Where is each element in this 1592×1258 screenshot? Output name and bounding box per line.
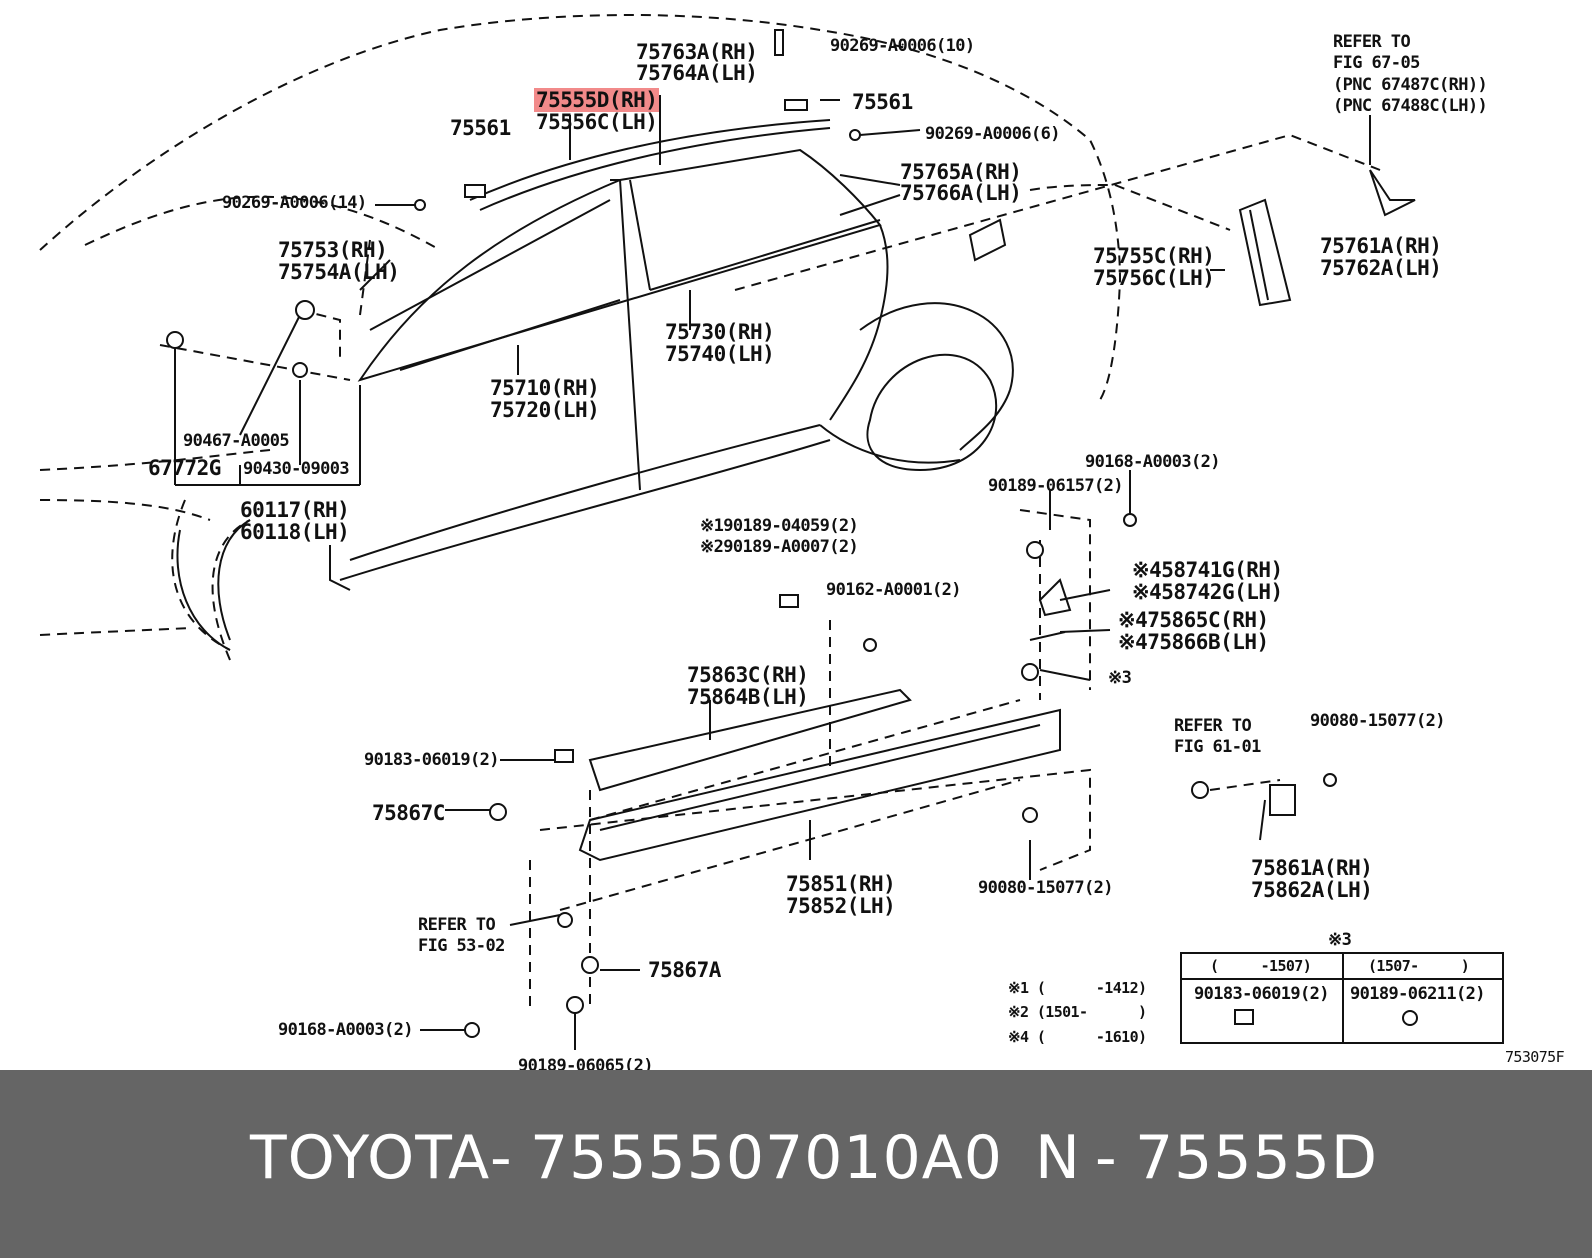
label-60118: 60118(LH) — [240, 520, 350, 544]
label-75862a: 75862A(LH) — [1251, 878, 1373, 902]
label-refer-fig-53-02-line2: FIG 53-02 — [418, 936, 505, 956]
note-3-table-header-1: ( -1507) — [1210, 957, 1312, 975]
label-75755c: 75755C(RH) — [1093, 244, 1215, 268]
label-75865c: ※475865C(RH) — [1118, 608, 1269, 632]
footer-separator-1: - — [490, 1123, 513, 1193]
label-refer-fig-67-05-line1: REFER TO — [1333, 32, 1411, 52]
note-1-range: ※1 ( -1412) — [1008, 979, 1147, 997]
label-75561-right: 75561 — [852, 90, 913, 114]
label-note3-marker: ※3 — [1108, 668, 1132, 688]
label-75765a: 75765A(RH) — [900, 160, 1022, 184]
label-75864b: 75864B(LH) — [687, 685, 809, 709]
note-2-range: ※2 (1501- ) — [1008, 1003, 1147, 1021]
label-75861a: 75861A(RH) — [1251, 856, 1373, 880]
label-75763a: 75763A(RH) — [636, 40, 758, 64]
label-90162: 90162-A0001(2) — [826, 580, 961, 600]
label-75766a: 75766A(LH) — [900, 181, 1022, 205]
footer-separator-2: - — [1095, 1123, 1118, 1193]
footer-n-label: N — [1035, 1123, 1081, 1193]
label-60117: 60117(RH) — [240, 498, 350, 522]
label-75740: 75740(LH) — [665, 342, 775, 366]
label-75753: 75753(RH) — [278, 238, 388, 262]
label-refer-fig-67-05-line2: FIG 67-05 — [1333, 53, 1420, 73]
label-75867c: 75867C — [372, 801, 445, 825]
brand-name: TOYOTA — [250, 1123, 491, 1193]
label-75762a: 75762A(LH) — [1320, 256, 1442, 280]
note-4-range: ※4 ( -1610) — [1008, 1028, 1147, 1046]
note-3-table-header-2: (1507- ) — [1368, 957, 1470, 975]
label-75754a: 75754A(LH) — [278, 260, 400, 284]
label-90189-06157: 90189-06157(2) — [988, 476, 1123, 496]
label-75756c: 75756C(LH) — [1093, 266, 1215, 290]
label-67772g: 67772G — [148, 456, 221, 480]
label-75852: 75852(LH) — [786, 894, 896, 918]
label-refer-fig-61-01-line1: REFER TO — [1174, 716, 1252, 736]
label-refer-fig-67-05-line4: (PNC 67488C(LH)) — [1333, 96, 1488, 116]
label-90183-06019: 90183-06019(2) — [364, 750, 499, 770]
label-refer-fig-67-05-line3: (PNC 67487C(RH)) — [1333, 75, 1488, 95]
label-75555d-highlighted: 75555D(RH) — [534, 88, 660, 112]
part-number: 7555507010A0 — [530, 1123, 1003, 1193]
label-90430: 90430-09003 — [243, 459, 350, 479]
label-refer-fig-61-01-line2: FIG 61-01 — [1174, 737, 1261, 757]
note-3-table-title: ※3 — [1328, 930, 1352, 950]
note-3-table: ( -1507) (1507- ) 90183-06019(2) 90189-0… — [1180, 952, 1504, 1044]
label-90467: 90467-A0005 — [183, 431, 290, 451]
label-75866b: ※475866B(LH) — [1118, 630, 1269, 654]
label-75867a: 75867A — [648, 958, 721, 982]
label-75851: 75851(RH) — [786, 872, 896, 896]
label-75720: 75720(LH) — [490, 398, 600, 422]
label-75730: 75730(RH) — [665, 320, 775, 344]
note-3-table-cell-1: 90183-06019(2) — [1194, 984, 1329, 1004]
label-75863c: 75863C(RH) — [687, 663, 809, 687]
label-75561-left: 75561 — [450, 116, 511, 140]
label-note1-90189-04059: ※190189-04059(2) — [700, 516, 859, 536]
label-90269-6: 90269-A0006(6) — [925, 124, 1060, 144]
note-3-table-cell-2: 90189-06211(2) — [1350, 984, 1485, 1004]
label-refer-fig-53-02-line1: REFER TO — [418, 915, 496, 935]
label-58742g: ※458742G(LH) — [1132, 580, 1283, 604]
label-75710: 75710(RH) — [490, 376, 600, 400]
car-side-illustration — [39, 14, 1418, 1050]
label-58741g: ※458741G(RH) — [1132, 558, 1283, 582]
label-note2-90189-a0007: ※290189-A0007(2) — [700, 537, 859, 557]
diagram-code: 753075F — [1505, 1048, 1565, 1066]
parts-diagram: 75763A(RH) 75764A(LH) 90269-A0006(10) 75… — [39, 14, 1565, 1075]
label-90269-14: 90269-A0006(14) — [222, 193, 367, 213]
label-90168-bottom: 90168-A0003(2) — [278, 1020, 413, 1040]
label-90080-15077-right: 90080-15077(2) — [1310, 711, 1445, 731]
pnc-code: 75555D — [1135, 1123, 1379, 1193]
label-75764a: 75764A(LH) — [636, 61, 758, 85]
label-75556c: 75556C(LH) — [536, 110, 658, 134]
label-90168-top: 90168-A0003(2) — [1085, 452, 1220, 472]
label-90269-10: 90269-A0006(10) — [830, 36, 975, 56]
part-footer-bar: TOYOTA - 7555507010A0 N - 75555D — [0, 1070, 1592, 1258]
label-90080-15077-bottom: 90080-15077(2) — [978, 878, 1113, 898]
label-75761a: 75761A(RH) — [1320, 234, 1442, 258]
